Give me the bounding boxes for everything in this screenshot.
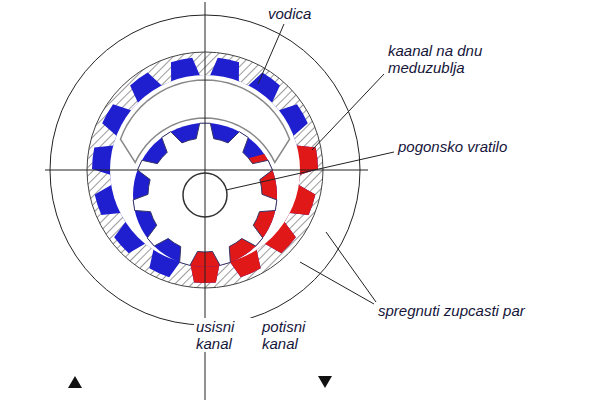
part-label: vodica: [266, 5, 313, 22]
part-label: usisni kanal: [194, 318, 254, 352]
leader-line: [226, 152, 394, 190]
leader-line: [326, 232, 376, 302]
leader-line: [312, 74, 384, 150]
triangle-symbol: [318, 376, 332, 388]
part-label: kaanal na dnu meduzublja: [386, 42, 508, 76]
leader-line: [258, 24, 284, 84]
triangle-symbol: [68, 376, 82, 388]
part-label: pogonsko vratilo: [396, 138, 509, 155]
part-label: spregnuti zupcasti par: [376, 302, 527, 319]
part-label: potisni kanal: [260, 318, 326, 352]
axis-line: [45, 170, 368, 171]
